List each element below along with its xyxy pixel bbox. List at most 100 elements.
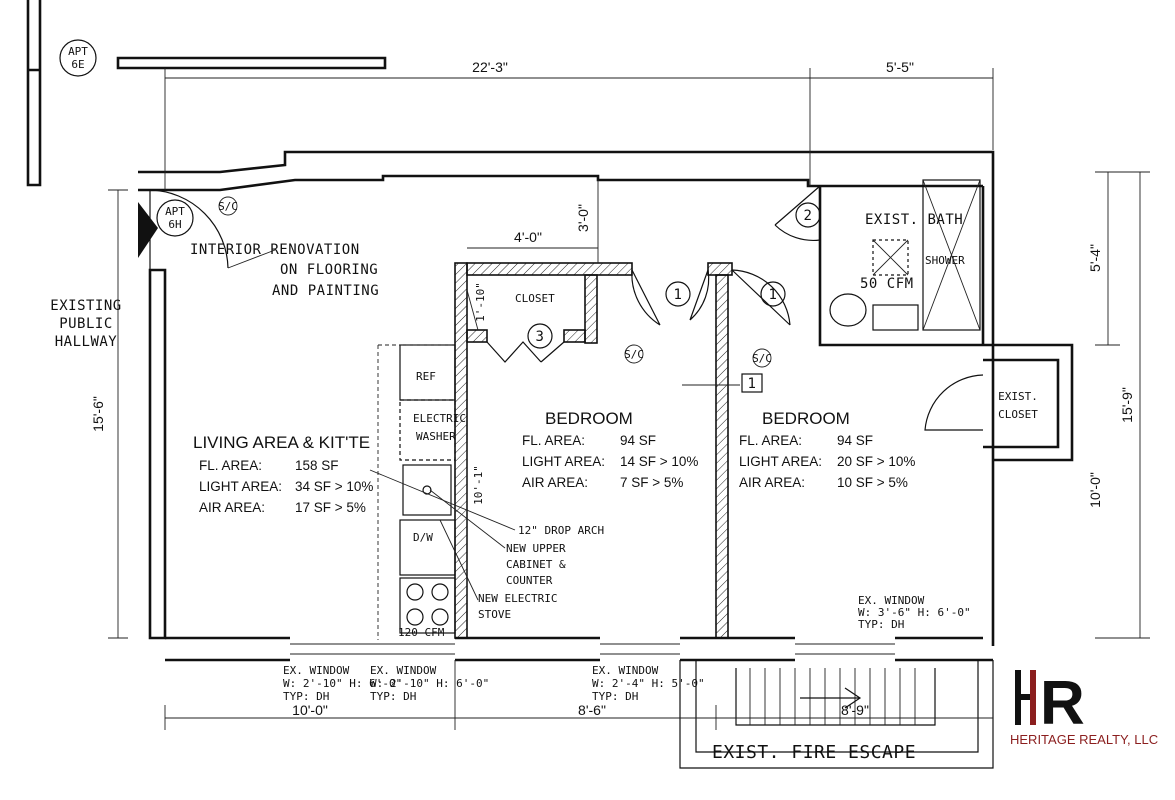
dimension-labels: 22'-3" 5'-5" 15'-6" 5'-4" 15'-9" 10'-0" … xyxy=(90,59,1135,718)
door-tags xyxy=(59,39,821,393)
dim-closet-depth: 1'-10" xyxy=(474,282,487,322)
sc-label-3: S/C xyxy=(752,352,772,365)
shower-label: SHOWER xyxy=(925,254,965,267)
closet-label: CLOSET xyxy=(515,292,555,305)
doors xyxy=(138,185,984,431)
hallway-label-line3: HALLWAY xyxy=(55,334,118,350)
drop-arch-label: 12" DROP ARCH xyxy=(518,524,604,537)
room-bedroom-1: BEDROOM FL. AREA: 94 SF LIGHT AREA: 14 S… xyxy=(522,409,698,490)
room-name: BEDROOM xyxy=(762,409,850,428)
new-partitions xyxy=(454,262,733,639)
company-logo: R HERITAGE REALTY, LLC xyxy=(1010,669,1158,747)
exist-closet-label-line1: EXIST. xyxy=(998,390,1038,403)
window-note-line: EX. WINDOW xyxy=(370,664,437,677)
new-stove-label-line2: STOVE xyxy=(478,608,511,621)
room-row-value: 158 SF xyxy=(295,458,339,473)
room-name: BEDROOM xyxy=(545,409,633,428)
window-note-line: W: 2'-10" H: 6'-0" xyxy=(283,677,402,690)
window-note-line: W: 2'-4" H: 5'-0" xyxy=(592,677,705,690)
apt-6h-label-line2: 6H xyxy=(168,218,181,231)
dim-right-full: 15'-9" xyxy=(1119,387,1135,423)
section-tag: 1 xyxy=(748,376,757,392)
room-row-value: 94 SF xyxy=(837,433,873,448)
dw-label: D/W xyxy=(413,531,433,544)
door-tag-3: 3 xyxy=(536,329,545,345)
window-note-line: W: 3'-6" H: 6'-0" xyxy=(858,606,971,619)
windows-lines xyxy=(290,643,895,655)
window-note-line: EX. WINDOW xyxy=(283,664,350,677)
walls xyxy=(26,0,1074,662)
upper-cabinet-label-line1: NEW UPPER xyxy=(506,542,566,555)
room-row-label: FL. AREA: xyxy=(739,433,802,448)
window-note-line: TYP: DH xyxy=(370,690,416,703)
window-note-line: EX. WINDOW xyxy=(592,664,659,677)
room-row-label: AIR AREA: xyxy=(522,475,588,490)
logo-r-glyph: R xyxy=(1040,669,1085,738)
window-notes: EX. WINDOW W: 2'-10" H: 6'-0" TYP: DH EX… xyxy=(283,594,971,703)
room-row-label: LIGHT AREA: xyxy=(522,454,605,469)
apt-6e-label-line1: APT xyxy=(68,45,88,58)
apt-6h-label-line1: APT xyxy=(165,205,185,218)
hallway-label-line1: EXISTING xyxy=(50,298,121,314)
washer-label-line1: ELECTRIC xyxy=(413,412,466,425)
dim-right-upper: 5'-4" xyxy=(1087,244,1103,272)
plan-labels: 1 1 2 3 1 S/C S/C S/C APT 6E APT 6H EXIS… xyxy=(50,45,1038,763)
room-row-value: 94 SF xyxy=(620,433,656,448)
room-row-label: AIR AREA: xyxy=(199,500,265,515)
window-note-line: TYP: DH xyxy=(283,690,329,703)
dim-closet-offset: 3'-0" xyxy=(575,204,591,232)
room-row-value: 17 SF > 5% xyxy=(295,500,366,515)
fire-escape xyxy=(679,660,994,769)
room-row-label: FL. AREA: xyxy=(199,458,262,473)
entry-arrow-icon xyxy=(138,202,158,258)
hallway-label-line2: PUBLIC xyxy=(59,316,113,332)
bath-cfm-label: 50 CFM xyxy=(860,276,914,292)
room-row-value: 7 SF > 5% xyxy=(620,475,683,490)
window-note-line: EX. WINDOW xyxy=(858,594,925,607)
sc-label-1: S/C xyxy=(218,200,238,213)
door-tag-1b: 1 xyxy=(769,287,778,303)
dimension-lines xyxy=(108,68,1150,730)
renovation-note-line2: ON FLOORING xyxy=(280,262,378,278)
ref-label: REF xyxy=(416,370,436,383)
room-row-value: 20 SF > 10% xyxy=(837,454,915,469)
bath-fixtures xyxy=(829,179,981,331)
new-stove-label-line1: NEW ELECTRIC xyxy=(478,592,557,605)
dim-bottom-bed2: 8'-9" xyxy=(841,702,869,718)
kitchen-fixtures xyxy=(377,344,456,640)
renovation-note-line3: AND PAINTING xyxy=(272,283,379,299)
dim-bottom-bed1: 8'-6" xyxy=(578,702,606,718)
kitchen-cfm-label: 120 CFM xyxy=(398,626,445,639)
fire-escape-label: EXIST. FIRE ESCAPE xyxy=(712,742,916,763)
dim-left-height: 15'-6" xyxy=(90,396,106,432)
dim-bottom-living: 10'-0" xyxy=(292,702,328,718)
room-row-label: FL. AREA: xyxy=(522,433,585,448)
window-note-line: TYP: DH xyxy=(592,690,638,703)
upper-cabinet-label-line3: COUNTER xyxy=(506,574,553,587)
room-row-label: LIGHT AREA: xyxy=(199,479,282,494)
window-note-line: TYP: DH xyxy=(858,618,904,631)
room-row-label: AIR AREA: xyxy=(739,475,805,490)
room-row-value: 34 SF > 10% xyxy=(295,479,373,494)
door-tag-2: 2 xyxy=(804,208,813,224)
window-note-line: W: 2'-10" H: 6'-0" xyxy=(370,677,489,690)
upper-cabinet-label-line2: CABINET & xyxy=(506,558,566,571)
sc-label-2: S/C xyxy=(624,348,644,361)
room-name: LIVING AREA & KIT'TE xyxy=(193,433,370,452)
dim-top-main: 22'-3" xyxy=(472,59,508,75)
apt-6e-label-line2: 6E xyxy=(71,58,84,71)
room-row-label: LIGHT AREA: xyxy=(739,454,822,469)
renovation-note-line1: INTERIOR RENOVATION xyxy=(190,242,360,258)
exist-bath-label: EXIST. BATH xyxy=(865,212,963,228)
washer-label-line2: WASHER xyxy=(416,430,456,443)
room-row-value: 10 SF > 5% xyxy=(837,475,908,490)
room-bedroom-2: BEDROOM FL. AREA: 94 SF LIGHT AREA: 20 S… xyxy=(739,409,915,490)
room-living: LIVING AREA & KIT'TE FL. AREA: 158 SF LI… xyxy=(193,433,373,515)
dim-kitchen-depth: 10'-1" xyxy=(472,465,485,505)
dim-right-lower: 10'-0" xyxy=(1087,472,1103,508)
dim-closet-width: 4'-0" xyxy=(514,229,542,245)
dim-top-right: 5'-5" xyxy=(886,59,914,75)
leader-lines xyxy=(227,249,740,601)
room-row-value: 14 SF > 10% xyxy=(620,454,698,469)
